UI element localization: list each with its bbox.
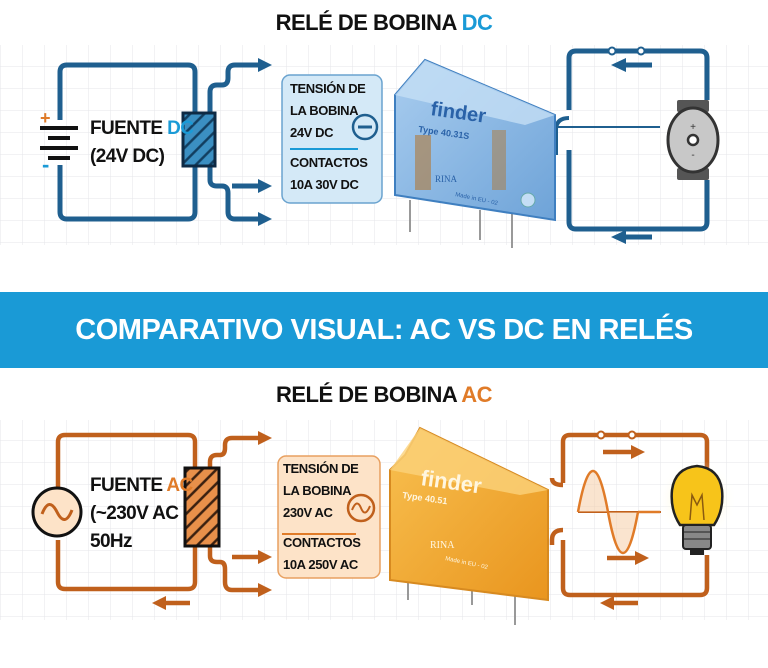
info-line: TENSIÓN DE (290, 81, 366, 96)
dc-info-text: TENSIÓN DE LA BOBINA 24V DC CONTACTOS 10… (290, 78, 368, 196)
svg-text:-: - (691, 150, 694, 161)
dc-section-title: RELÉ DE BOBINA DC (275, 10, 493, 35)
light-bulb-icon (657, 460, 737, 555)
arrow-right-icon (258, 431, 272, 445)
contacts-rating-value: 10A 30V DC (290, 177, 359, 192)
info-line: CONTACTOS (283, 535, 361, 550)
ac-info-box (277, 455, 381, 579)
arrow-left-icon (600, 596, 614, 610)
ac-section-title: RELÉ DE BOBINA AC (276, 382, 492, 407)
battery-plus-label: + (40, 108, 51, 128)
ac-source-voltage: (~230V AC (90, 503, 179, 524)
ac-sine-wave (576, 469, 661, 555)
dc-source-label: FUENTE DC (90, 118, 194, 139)
arrow-right-icon (258, 550, 272, 564)
ac-source-icon (31, 486, 83, 538)
dc-motor-icon: + - (666, 100, 720, 180)
dc-source-loop (57, 48, 710, 240)
ac-arrows (152, 431, 649, 610)
dc-info-box (281, 74, 383, 204)
svg-text:+: + (690, 122, 696, 133)
arrow-left-icon (611, 58, 626, 72)
dc-source-voltage: (24V DC) (90, 146, 165, 167)
ac-source-loop (55, 432, 710, 606)
arrow-right-icon (635, 551, 649, 565)
ac-coil-icon (183, 466, 221, 548)
battery-minus-label: - (42, 152, 50, 177)
dc-coil-icon (181, 111, 217, 168)
info-line: LA BOBINA (283, 483, 352, 498)
info-line: TENSIÓN DE (283, 461, 359, 476)
coil-voltage-value: 24V DC (290, 125, 334, 140)
ac-info-text: TENSIÓN DE LA BOBINA 230V AC CONTACTOS 1… (283, 458, 361, 576)
dc-arrows (258, 58, 626, 244)
ac-relay-image: finder Type 40.51 RINA Made in EU - 02 (389, 426, 549, 625)
banner-title: COMPARATIVO VISUAL: AC VS DC EN RELÉS (75, 314, 693, 346)
ac-source-label: FUENTE AC (90, 475, 193, 496)
relay-cert-label: RINA (435, 174, 457, 184)
arrow-right-icon (258, 179, 272, 193)
dc-relay-image: finder Type 40.31S RINA Made in EU - 02 (394, 58, 556, 248)
relay-cert-label: RINA (430, 540, 455, 551)
info-line: CONTACTOS (290, 155, 368, 170)
battery-icon (40, 126, 78, 160)
arrow-left-icon (611, 230, 626, 244)
arrow-right-icon (258, 58, 272, 72)
arrow-right-icon (258, 583, 272, 597)
dc-wire-top (207, 62, 260, 113)
arrow-left-icon (152, 596, 166, 610)
arrow-right-icon (631, 445, 645, 459)
info-line: LA BOBINA (290, 103, 359, 118)
comparison-banner: COMPARATIVO VISUAL: AC VS DC EN RELÉS (0, 292, 768, 368)
ac-source-frequency: 50Hz (90, 531, 133, 552)
arrow-right-icon (258, 212, 272, 226)
dc-wire-bottom (207, 165, 260, 222)
coil-voltage-value: 230V AC (283, 505, 333, 520)
contacts-rating-value: 10A 250V AC (283, 557, 358, 572)
